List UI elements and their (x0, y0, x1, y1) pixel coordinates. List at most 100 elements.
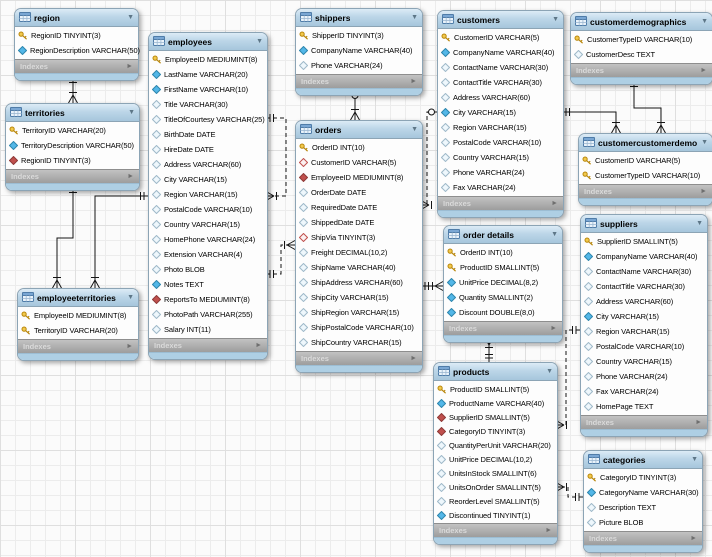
expand-arrow-icon[interactable]: ► (695, 419, 702, 426)
column-row[interactable]: PostalCode VARCHAR(10) (149, 202, 267, 217)
table-order-details[interactable]: order details▼OrderID INT(10)ProductID S… (443, 225, 563, 343)
indexes-bar[interactable]: Indexes► (579, 184, 712, 198)
column-row[interactable]: ContactName VARCHAR(30) (438, 60, 563, 75)
column-row[interactable]: BirthDate DATE (149, 127, 267, 142)
table-suppliers[interactable]: suppliers▼SupplierID SMALLINT(5)CompanyN… (580, 214, 708, 437)
column-row[interactable]: RegionDescription VARCHAR(50) (15, 43, 140, 58)
column-row[interactable]: SupplierID SMALLINT(5) (434, 410, 557, 424)
column-row[interactable]: ContactTitle VARCHAR(30) (581, 279, 707, 294)
column-row[interactable]: ReorderLevel SMALLINT(5) (434, 494, 557, 508)
column-row[interactable]: TerritoryID VARCHAR(20) (18, 323, 138, 338)
column-row[interactable]: Address VARCHAR(60) (438, 90, 563, 105)
collapse-arrow-icon[interactable]: ▼ (701, 18, 708, 25)
column-row[interactable]: ShipAddress VARCHAR(60) (296, 275, 422, 290)
indexes-bar[interactable]: Indexes► (438, 196, 563, 210)
collapse-arrow-icon[interactable]: ▼ (551, 231, 558, 238)
indexes-bar[interactable]: Indexes► (434, 523, 557, 537)
column-row[interactable]: CustomerID VARCHAR(5) (438, 30, 563, 45)
column-row[interactable]: TitleOfCourtesy VARCHAR(25) (149, 112, 267, 127)
relationship-employees-orders[interactable] (266, 240, 296, 279)
column-row[interactable]: Address VARCHAR(60) (581, 294, 707, 309)
column-row[interactable]: RequiredDate DATE (296, 200, 422, 215)
table-header-categories[interactable]: categories▼ (584, 451, 702, 469)
column-row[interactable]: Photo BLOB (149, 262, 267, 277)
relationship-employees-employeeterritories[interactable] (90, 192, 149, 289)
column-row[interactable]: CompanyName VARCHAR(40) (296, 43, 422, 58)
collapse-arrow-icon[interactable]: ▼ (701, 139, 708, 146)
indexes-bar[interactable]: Indexes► (296, 74, 422, 88)
expand-arrow-icon[interactable]: ► (410, 355, 417, 362)
column-row[interactable]: Phone VARCHAR(24) (581, 369, 707, 384)
column-row[interactable]: TerritoryID VARCHAR(20) (6, 123, 139, 138)
expand-arrow-icon[interactable]: ► (126, 343, 133, 350)
collapse-arrow-icon[interactable]: ▼ (411, 126, 418, 133)
column-row[interactable]: SupplierID SMALLINT(5) (581, 234, 707, 249)
column-row[interactable]: CompanyName VARCHAR(40) (438, 45, 563, 60)
table-header-customerdemographics[interactable]: customerdemographics▼ (571, 13, 712, 31)
column-row[interactable]: CategoryName VARCHAR(30) (584, 485, 702, 500)
column-row[interactable]: Region VARCHAR(15) (149, 187, 267, 202)
indexes-bar[interactable]: Indexes► (18, 339, 138, 353)
column-row[interactable]: UnitPrice DECIMAL(8,2) (444, 275, 562, 290)
relationship-orders-order-details[interactable] (421, 281, 444, 291)
column-row[interactable]: PostalCode VARCHAR(10) (438, 135, 563, 150)
expand-arrow-icon[interactable]: ► (550, 325, 557, 332)
column-row[interactable]: PhotoPath VARCHAR(255) (149, 307, 267, 322)
column-row[interactable]: UnitsOnOrder SMALLINT(5) (434, 480, 557, 494)
indexes-bar[interactable]: Indexes► (6, 169, 139, 183)
column-row[interactable]: Phone VARCHAR(24) (296, 58, 422, 73)
indexes-bar[interactable]: Indexes► (15, 59, 138, 73)
expand-arrow-icon[interactable]: ► (551, 200, 558, 207)
table-customerdemographics[interactable]: customerdemographics▼CustomerTypeID VARC… (570, 12, 712, 85)
collapse-arrow-icon[interactable]: ▼ (127, 14, 134, 21)
collapse-arrow-icon[interactable]: ▼ (127, 294, 134, 301)
column-row[interactable]: ShipPostalCode VARCHAR(10) (296, 320, 422, 335)
table-territories[interactable]: territories▼TerritoryID VARCHAR(20)Terri… (5, 103, 140, 191)
column-row[interactable]: Country VARCHAR(15) (438, 150, 563, 165)
table-header-customers[interactable]: customers▼ (438, 11, 563, 29)
table-region[interactable]: region▼RegionID TINYINT(3)RegionDescript… (14, 8, 140, 81)
indexes-bar[interactable]: Indexes► (149, 338, 267, 352)
collapse-arrow-icon[interactable]: ▼ (552, 16, 559, 23)
column-row[interactable]: Country VARCHAR(15) (149, 217, 267, 232)
column-row[interactable]: City VARCHAR(15) (438, 105, 563, 120)
column-row[interactable]: Region VARCHAR(15) (438, 120, 563, 135)
table-categories[interactable]: categories▼CategoryID TINYINT(3)Category… (583, 450, 703, 553)
column-row[interactable]: HomePage TEXT (581, 399, 707, 414)
expand-arrow-icon[interactable]: ► (410, 78, 417, 85)
table-header-territories[interactable]: territories▼ (6, 104, 139, 122)
column-row[interactable]: CategoryID TINYINT(3) (584, 470, 702, 485)
column-row[interactable]: Address VARCHAR(60) (149, 157, 267, 172)
column-row[interactable]: OrderID INT(10) (444, 245, 562, 260)
expand-arrow-icon[interactable]: ► (126, 63, 133, 70)
table-products[interactable]: products▼ProductID SMALLINT(5)ProductNam… (433, 362, 558, 545)
column-row[interactable]: Fax VARCHAR(24) (581, 384, 707, 399)
expand-arrow-icon[interactable]: ► (127, 173, 134, 180)
column-row[interactable]: ProductID SMALLINT(5) (444, 260, 562, 275)
column-row[interactable]: UnitsInStock SMALLINT(6) (434, 466, 557, 480)
collapse-arrow-icon[interactable]: ▼ (256, 38, 263, 45)
column-row[interactable]: Title VARCHAR(30) (149, 97, 267, 112)
column-row[interactable]: HomePhone VARCHAR(24) (149, 232, 267, 247)
column-row[interactable]: CustomerTypeID VARCHAR(10) (579, 168, 712, 183)
column-row[interactable]: UnitPrice DECIMAL(10,2) (434, 452, 557, 466)
table-header-employeeterritories[interactable]: employeeterritories▼ (18, 289, 138, 307)
relationship-categories-products[interactable] (555, 482, 583, 502)
column-row[interactable]: TerritoryDescription VARCHAR(50) (6, 138, 139, 153)
column-row[interactable]: ReportsTo MEDIUMINT(8) (149, 292, 267, 307)
table-employees[interactable]: employees▼EmployeeID MEDIUMINT(8)LastNam… (148, 32, 268, 360)
column-row[interactable]: CustomerTypeID VARCHAR(10) (571, 32, 712, 47)
indexes-bar[interactable]: Indexes► (584, 531, 702, 545)
column-row[interactable]: OrderID INT(10) (296, 140, 422, 155)
column-row[interactable]: ShippedDate DATE (296, 215, 422, 230)
collapse-arrow-icon[interactable]: ▼ (128, 109, 135, 116)
column-row[interactable]: City VARCHAR(15) (149, 172, 267, 187)
column-row[interactable]: CategoryID TINYINT(3) (434, 424, 557, 438)
collapse-arrow-icon[interactable]: ▼ (546, 368, 553, 375)
column-row[interactable]: Discount DOUBLE(8,0) (444, 305, 562, 320)
column-row[interactable]: CompanyName VARCHAR(40) (581, 249, 707, 264)
table-header-suppliers[interactable]: suppliers▼ (581, 215, 707, 233)
column-row[interactable]: Quantity SMALLINT(2) (444, 290, 562, 305)
collapse-arrow-icon[interactable]: ▼ (691, 456, 698, 463)
indexes-bar[interactable]: Indexes► (581, 415, 707, 429)
